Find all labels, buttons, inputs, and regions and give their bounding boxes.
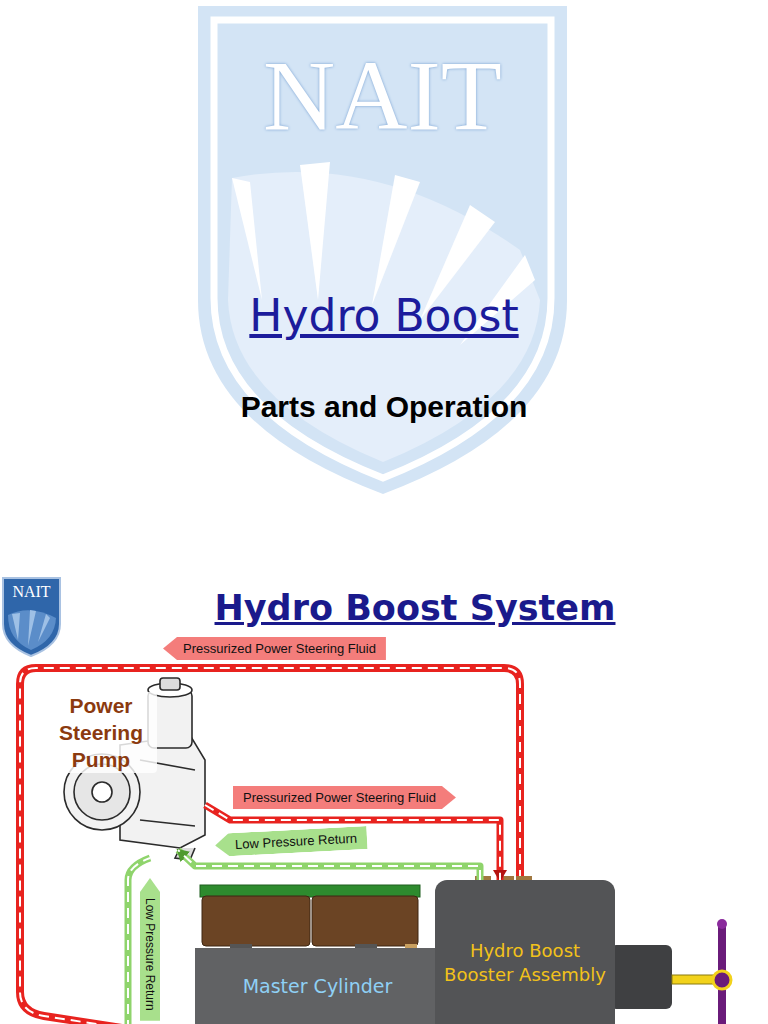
node-text: Hydro Boost Booster Assembly (443, 939, 607, 987)
booster-housing (475, 876, 672, 1010)
subtitle: Parts and Operation (0, 390, 768, 424)
flow-tag: Low Pressure Return (140, 878, 160, 1021)
node-text: Master Cylinder (243, 975, 393, 997)
flow-tag: Low Pressure Return (215, 826, 368, 857)
pump-box: Power Steering Pump (45, 680, 205, 850)
flow-tag: Pressurized Power Steering Fluid (233, 786, 456, 809)
logo-shield (3, 578, 60, 656)
node-text: Power Steering Pump (45, 692, 157, 773)
fluid-line (178, 850, 480, 880)
reservoir (200, 885, 420, 952)
brake-pedal (672, 919, 731, 1024)
return-line (128, 858, 150, 1024)
pressure-loop-line (20, 668, 520, 1024)
flow-tag: Pressurized Power Steering Fluid (163, 637, 386, 660)
logo-text: NAIT (3, 583, 60, 601)
watermark-shield (198, 6, 567, 494)
slide-heading: Hydro Boost System (115, 588, 715, 628)
watermark-text: NAIT (198, 38, 567, 153)
fluid-line-path (178, 850, 480, 880)
fluid-line-core (178, 850, 480, 880)
master-cylinder-box: Master Cylinder (195, 948, 440, 1024)
slide-title: Hydro Boost (0, 290, 768, 341)
booster-box: Hydro Boost Booster Assembly (435, 880, 615, 1024)
pump-drawing (64, 678, 205, 860)
